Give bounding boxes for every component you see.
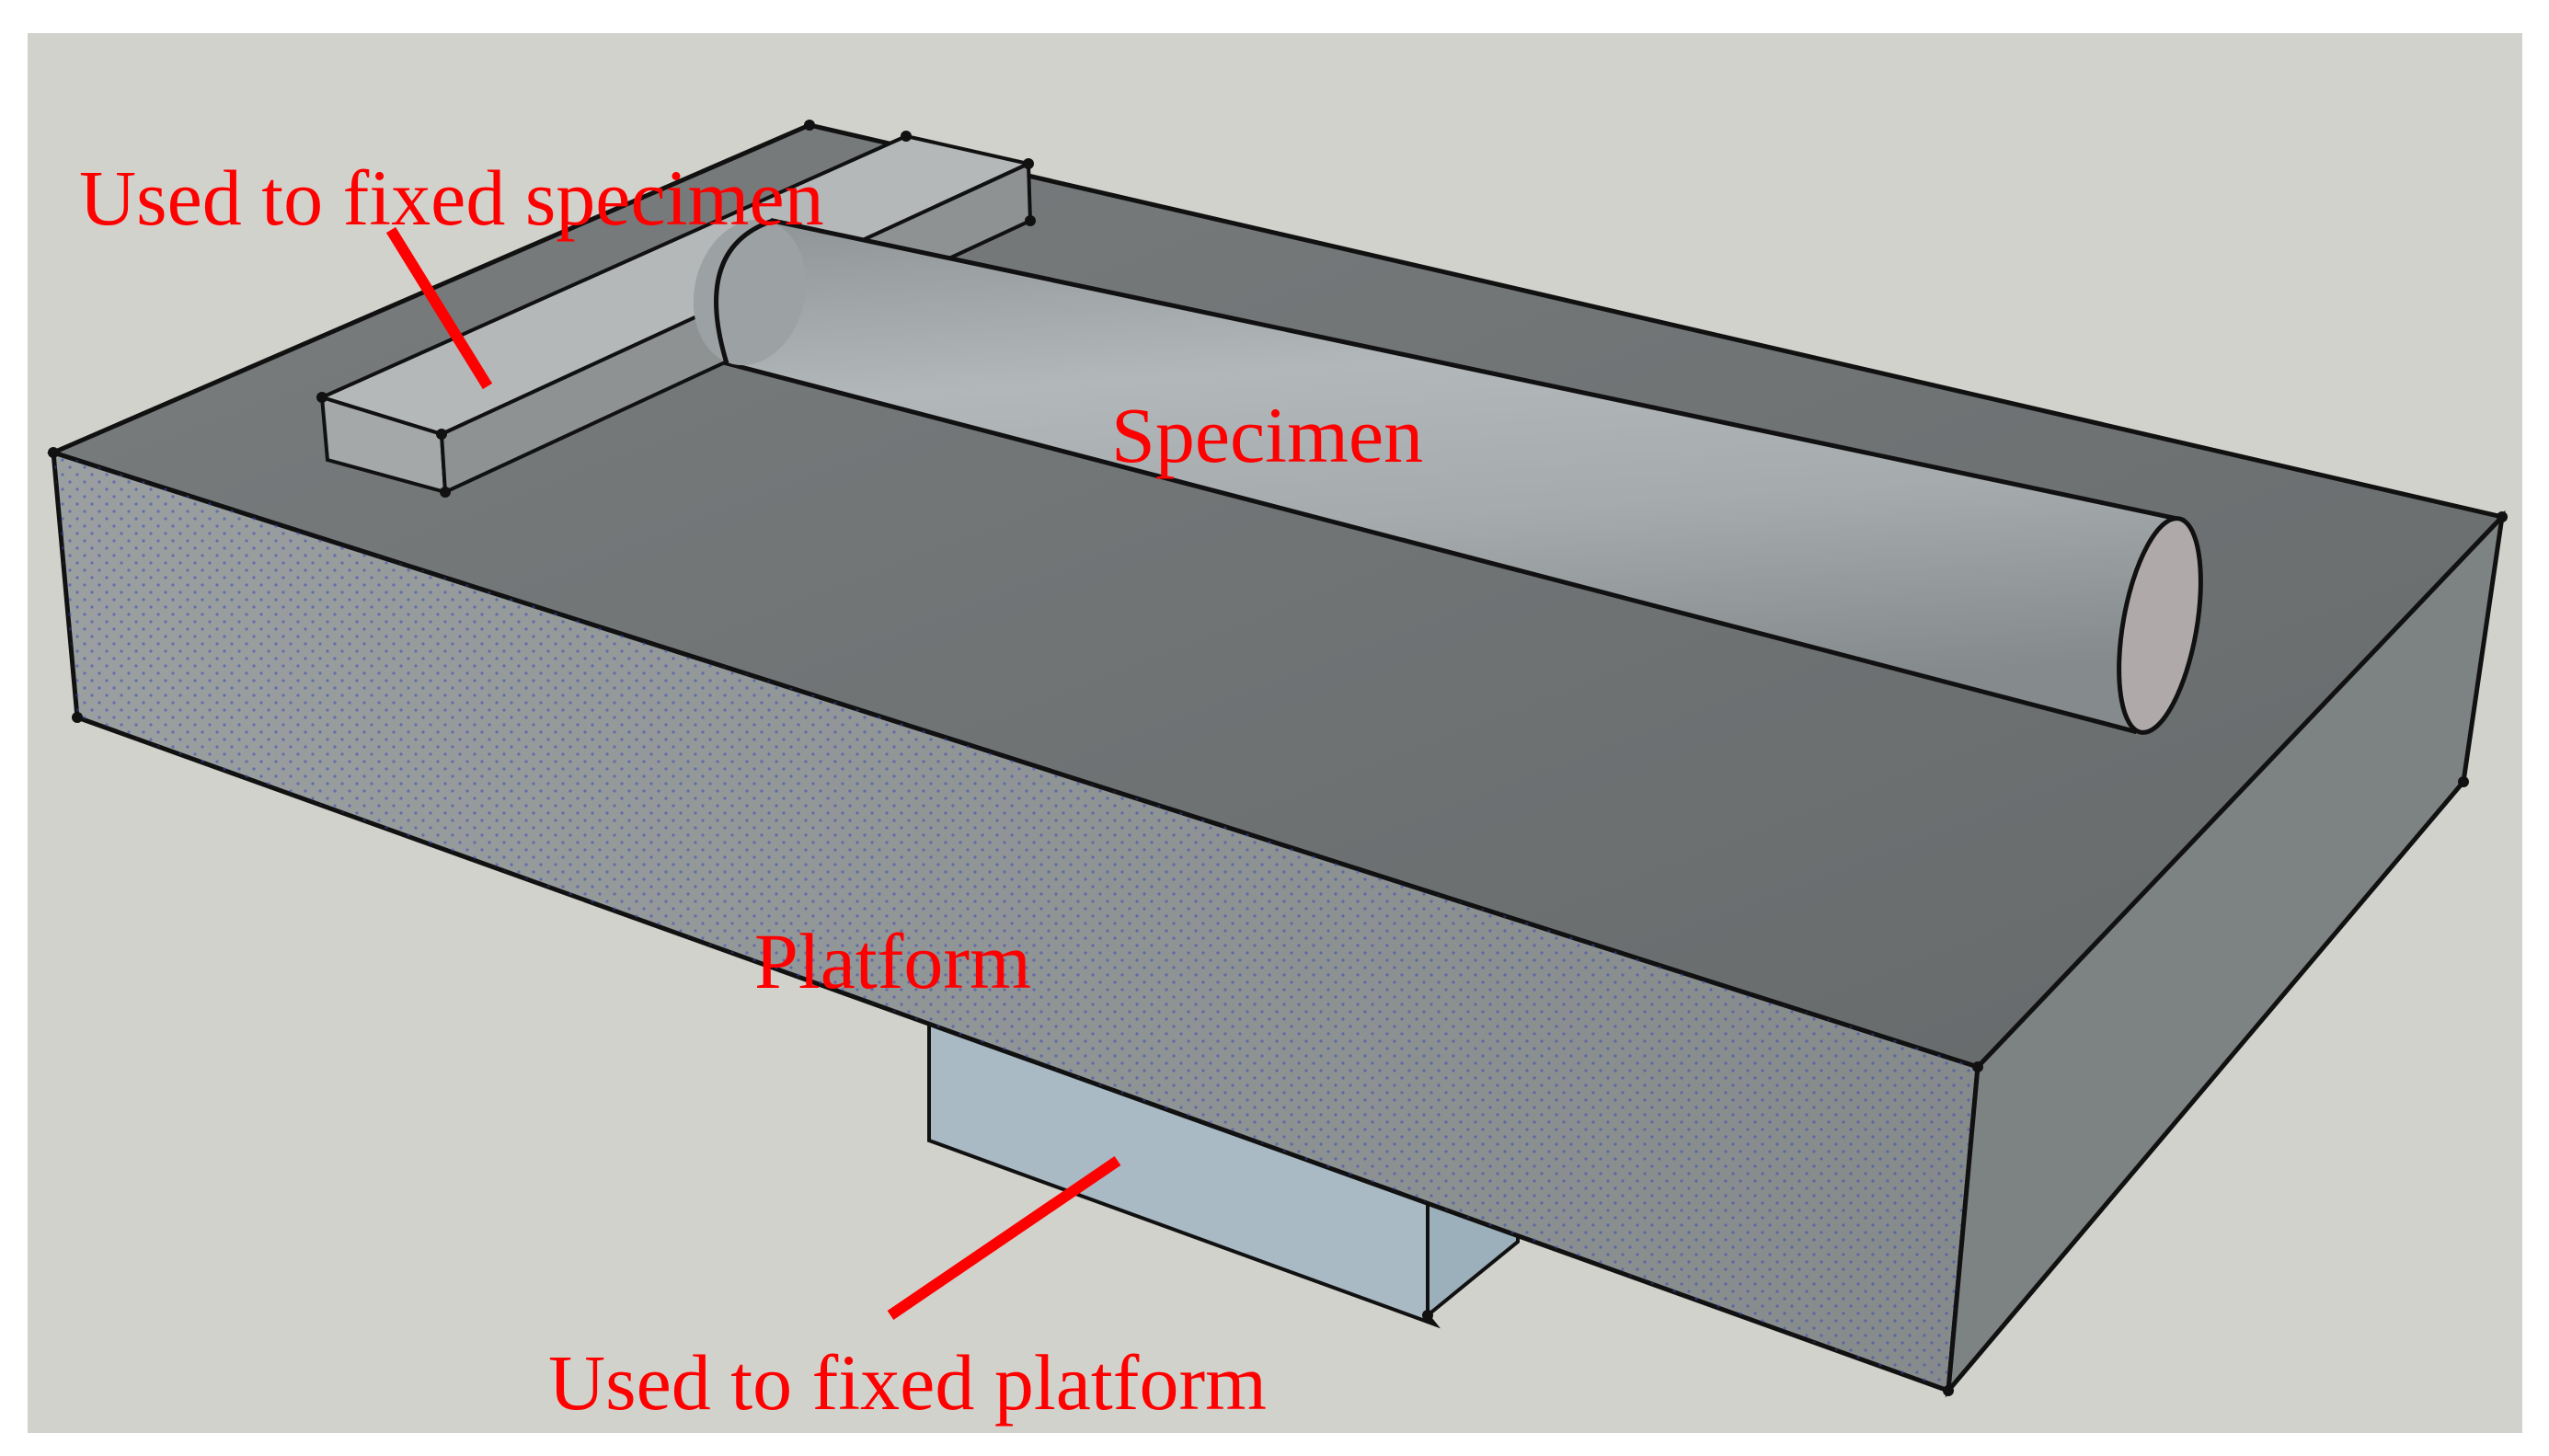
label-used-to-fixed-platform: Used to fixed platform xyxy=(548,1338,1267,1427)
label-platform: Platform xyxy=(754,917,1031,1005)
leader-line-fixed-specimen xyxy=(385,226,493,390)
specimen-end-face xyxy=(2117,516,2203,735)
platform-front-face-dots xyxy=(53,453,1978,1391)
label-specimen: Specimen xyxy=(1111,391,1424,479)
specimen-back-end xyxy=(693,219,807,366)
vertex-markers xyxy=(48,120,2508,1396)
leader-line-fixed-platform xyxy=(887,1156,1121,1320)
label-used-to-fixed-specimen: Used to fixed specimen xyxy=(79,154,824,242)
specimen-back-outline xyxy=(714,218,774,364)
cylinder-specimen xyxy=(693,218,2203,735)
